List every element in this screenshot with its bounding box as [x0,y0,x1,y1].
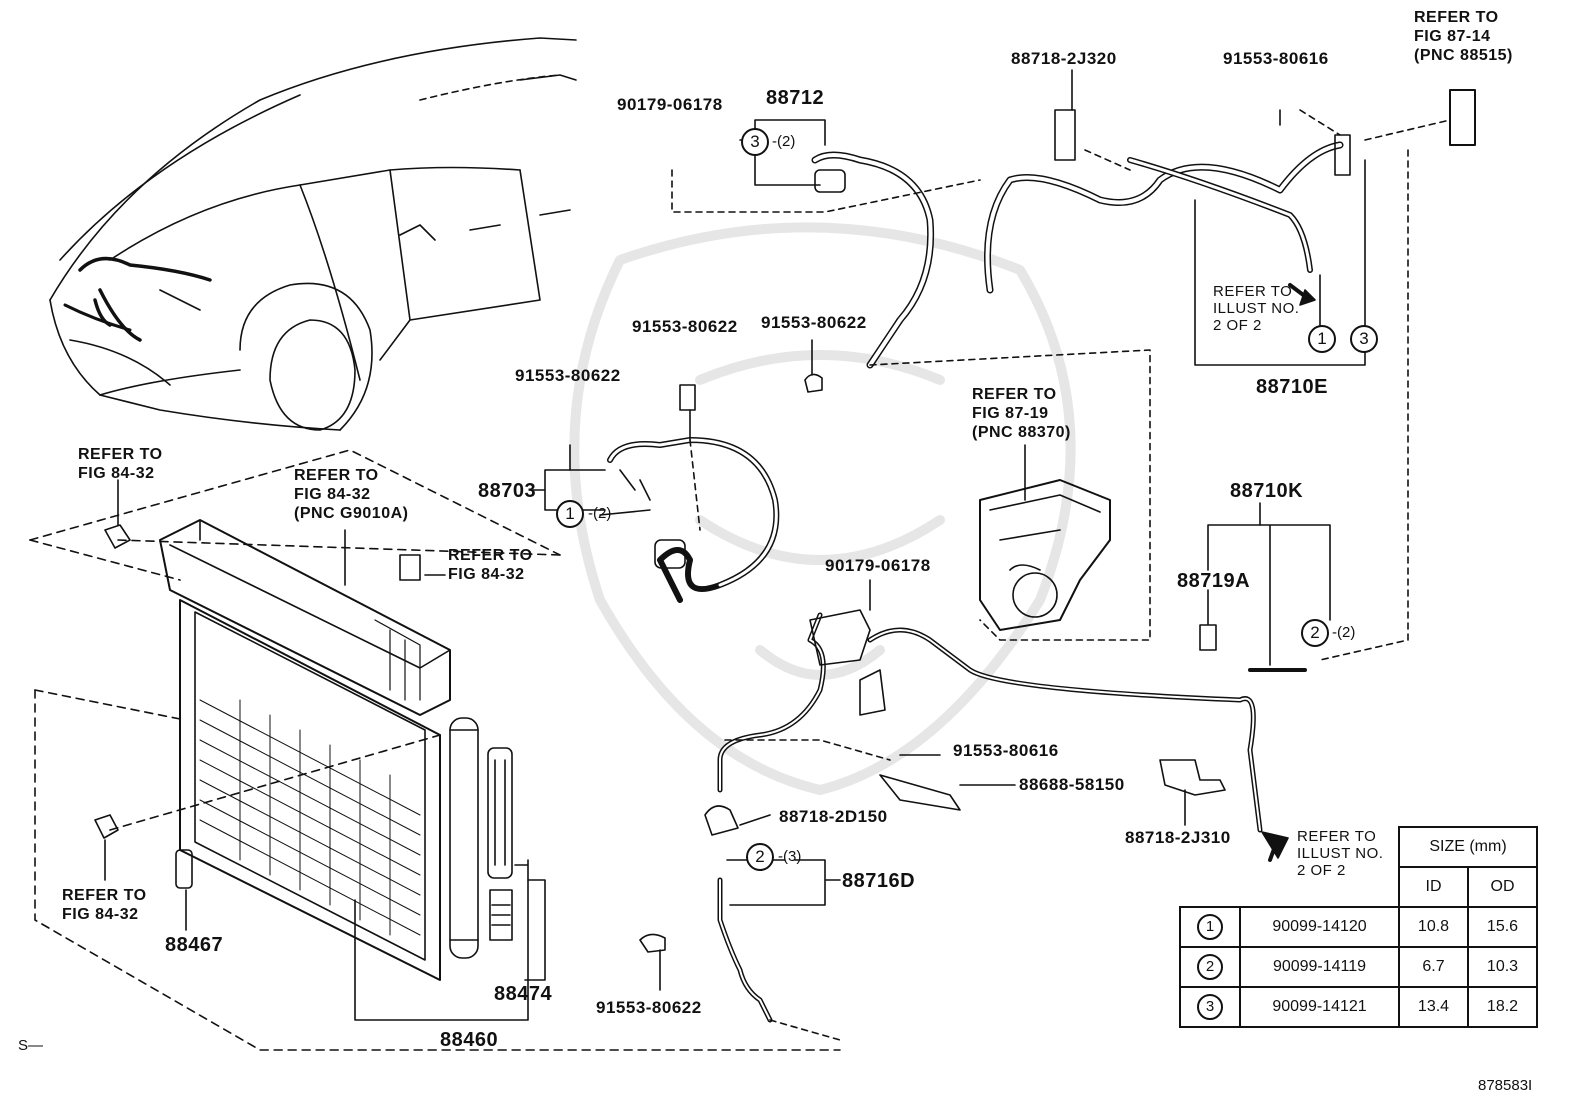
part-88703-label: 88703 [478,480,537,502]
size-row-id: 13.4 [1398,986,1469,1028]
refer-fig-84-32-c: REFER TO FIG 84-32 [62,887,147,923]
condenser-leaders [104,479,561,1021]
size-row-mark: 2 [1197,954,1223,980]
callout-3-88710e: 3 [1350,325,1378,353]
hose-88712 [671,119,1151,641]
illustration-id: 878583I [1478,1077,1533,1094]
size-table-col-id: ID [1398,866,1469,908]
table-row: 3 90099-14121 13.4 18.2 [1179,986,1538,1028]
footer-left-mark: S— [18,1037,44,1054]
part-91553-80622-a-label: 91553-80622 [632,317,738,336]
condenser-assembly [29,449,841,1051]
part-91553-80622-d-label: 91553-80622 [596,998,702,1017]
size-table-col-od: OD [1467,866,1538,908]
hose-88716d [639,339,1016,1041]
part-91553-80622-c-label: 91553-80622 [515,366,621,385]
callout-2-88716d: 2 [746,843,774,871]
size-row-part: 90099-14121 [1239,986,1400,1028]
callout-1-88703: 1 [556,500,584,528]
qty-88703: -(2) [588,505,612,522]
qty-88712: -(2) [772,133,796,150]
size-row-od: 18.2 [1467,986,1538,1028]
refer-fig-84-32-pnc: REFER TO FIG 84-32 (PNC G9010A) [294,467,409,522]
qty-88710k: -(2) [1332,624,1356,641]
part-90179-06178-top-label: 90179-06178 [617,95,723,114]
refer-fig-87-19: REFER TO FIG 87-19 (PNC 88370) [972,386,1071,441]
vehicle-outline [49,37,577,431]
part-88710k-label: 88710K [1230,480,1304,502]
part-91553-80616-mid-label: 91553-80616 [953,741,1059,760]
part-88719a-label: 88719A [1177,570,1251,592]
part-88718-2d150-label: 88718-2D150 [779,807,888,826]
part-88467-label: 88467 [165,934,224,956]
part-88718-2j320-label: 88718-2J320 [1011,49,1117,68]
table-row: 2 90099-14119 6.7 10.3 [1179,946,1538,988]
size-row-mark: 1 [1197,914,1223,940]
compressor [979,444,1111,631]
size-row-id: 10.8 [1398,906,1469,948]
watermark-logo [569,222,1076,795]
part-91553-80622-b-label: 91553-80622 [761,313,867,332]
hose-88703 [529,409,780,603]
o-ring-size-table: SIZE (mm) ID OD 1 90099-14120 10.8 15.6 … [1179,826,1538,1028]
size-row-part: 90099-14120 [1239,906,1400,948]
refer-fig-84-32-a: REFER TO FIG 84-32 [78,446,163,482]
part-88460-label: 88460 [440,1029,499,1051]
part-88712-label: 88712 [766,87,825,109]
callout-2-88710k: 2 [1301,619,1329,647]
part-88710e-label: 88710E [1256,376,1328,398]
qty-88716d: -(3) [778,848,802,865]
size-row-id: 6.7 [1398,946,1469,988]
size-table-header: SIZE (mm) [1398,826,1538,868]
size-row-part: 90099-14119 [1239,946,1400,988]
part-88716d-label: 88716D [842,870,916,892]
size-row-od: 15.6 [1467,906,1538,948]
part-91553-80616-top-label: 91553-80616 [1223,49,1329,68]
hose-88710e [984,69,1476,661]
part-90179-06178-mid-label: 90179-06178 [825,556,931,575]
refer-fig-87-14: REFER TO FIG 87-14 (PNC 88515) [1414,9,1513,64]
size-row-od: 10.3 [1467,946,1538,988]
table-row: 1 90099-14120 10.8 15.6 [1179,906,1538,948]
callout-1-88710e: 1 [1308,325,1336,353]
part-88474-label: 88474 [494,983,553,1005]
part-88718-2j310-label: 88718-2J310 [1125,828,1231,847]
refer-illust-a: REFER TO ILLUST NO. 2 OF 2 [1213,283,1300,334]
part-88688-58150-label: 88688-58150 [1019,775,1125,794]
callout-3-88712: 3 [741,128,769,156]
hose-88710k [867,283,1331,862]
refer-fig-84-32-b: REFER TO FIG 84-32 [448,547,533,583]
size-row-mark: 3 [1197,994,1223,1020]
